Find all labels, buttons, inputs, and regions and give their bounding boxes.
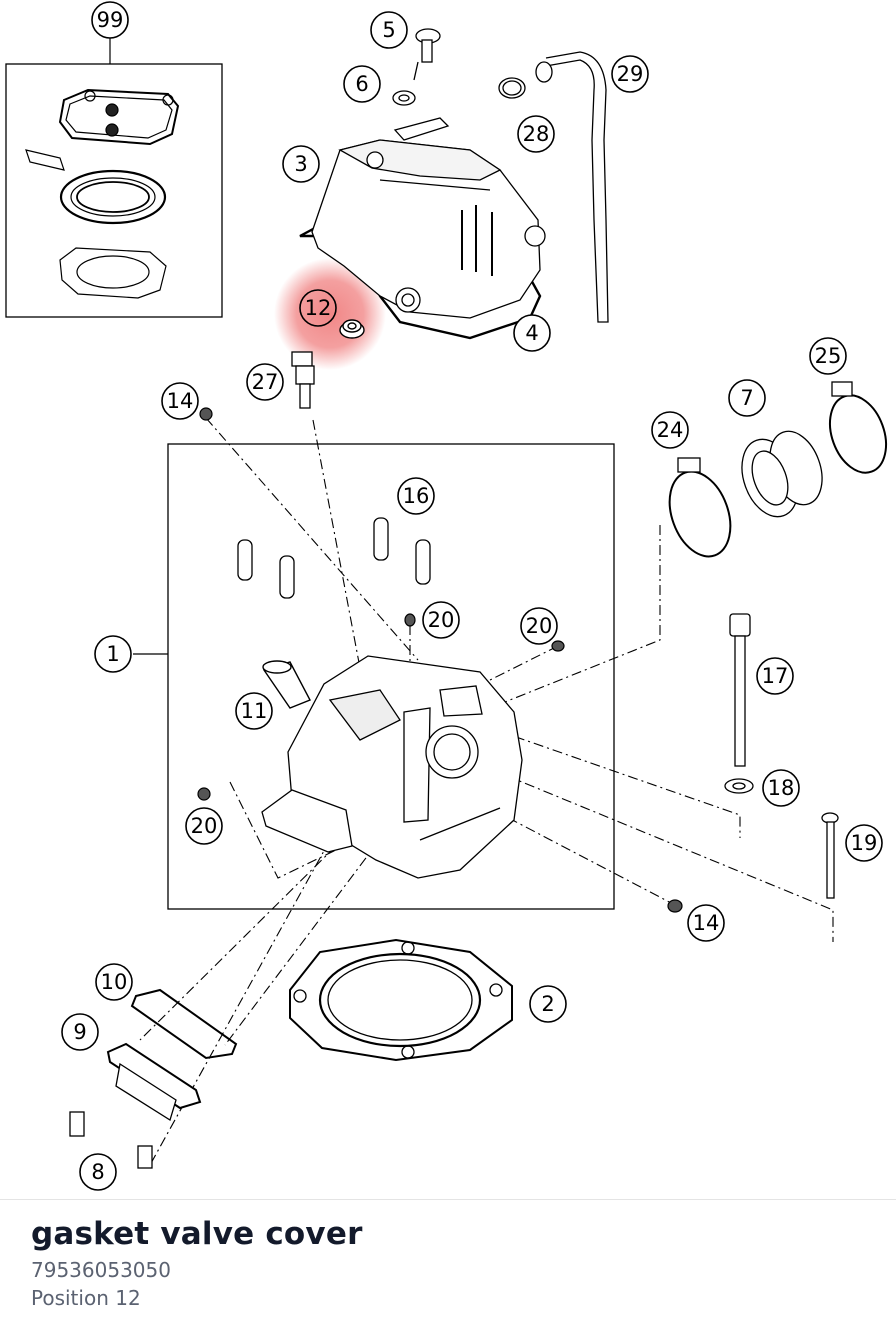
gasket-part-12 (339, 319, 365, 339)
callout-circle-1[interactable] (94, 635, 132, 673)
leader-lines (109, 38, 168, 655)
part-name: gasket valve cover (31, 1216, 363, 1252)
callout-circle-16[interactable] (397, 477, 435, 515)
exploded-parts-diagram: 99 5 6 29 28 3 12 4 27 25 14 7 24 16 20 … (5, 1, 888, 1191)
callout-label: 2 (541, 992, 554, 1016)
small-fasteners (197, 407, 683, 913)
callout-label: 16 (403, 484, 430, 508)
callout-circle-3[interactable] (282, 145, 320, 183)
head-gasket (289, 938, 513, 1062)
callout-label: 9 (73, 1020, 86, 1044)
callout-circle-9[interactable] (61, 1013, 99, 1051)
callout-label: 19 (851, 831, 878, 855)
callout-circle-11[interactable] (235, 692, 273, 730)
position-value: 12 (115, 1286, 141, 1310)
callout-label: 14 (693, 911, 720, 935)
callout-circle-24[interactable] (651, 411, 689, 449)
callout-circle-2[interactable] (529, 985, 567, 1023)
callout-circle-18[interactable] (762, 769, 800, 807)
callout-label: 8 (91, 1160, 104, 1184)
callout-circle-7[interactable] (728, 379, 766, 417)
sensor-part-27 (291, 351, 315, 409)
callout-circle-99[interactable] (91, 1, 129, 39)
callout-label-selected: 12 (305, 296, 332, 320)
callout-label: 28 (523, 122, 550, 146)
callout-label: 5 (382, 18, 395, 42)
long-bolt-17 (724, 613, 754, 794)
callout-circle-28[interactable] (517, 115, 555, 153)
position-prefix: Position (31, 1286, 109, 1310)
callout-label: 10 (101, 970, 128, 994)
cylinder-head (261, 655, 523, 879)
callout-circle-6[interactable] (343, 65, 381, 103)
callout-circle-27[interactable] (246, 363, 284, 401)
callout-circle-8[interactable] (79, 1153, 117, 1191)
callout-circle-5[interactable] (370, 11, 408, 49)
callout-circle-12[interactable] (299, 289, 337, 327)
callout-label: 24 (657, 418, 684, 442)
callout-circle-20a[interactable] (422, 601, 460, 639)
callout-label: 3 (294, 152, 307, 176)
callout-label: 25 (815, 344, 842, 368)
bolt-and-washer (392, 28, 441, 106)
selected-part-highlight (274, 258, 386, 370)
callout-label: 20 (526, 614, 553, 638)
callout-circle-17[interactable] (756, 657, 794, 695)
part-info-panel: gasket valve cover 79536053050 Position … (0, 1199, 896, 1336)
breather-hose (498, 51, 609, 323)
callout-label: 4 (525, 321, 538, 345)
part-number: 79536053050 (31, 1258, 171, 1282)
callout-label: 99 (97, 8, 124, 32)
callout-circle-4[interactable] (513, 314, 551, 352)
callout-label: 11 (241, 699, 268, 723)
callout-label: 17 (762, 664, 789, 688)
callout-label: 20 (428, 608, 455, 632)
callout-label: 20 (191, 814, 218, 838)
valve-cover (299, 117, 546, 340)
callout-label: 1 (106, 642, 119, 666)
callout-circle-25[interactable] (809, 337, 847, 375)
callout-labels: 99 5 6 29 28 3 12 4 27 25 14 7 24 16 20 … (73, 8, 877, 1184)
gasket-kit-frame (5, 63, 223, 318)
bolt-19 (821, 812, 839, 899)
callout-circle-29[interactable] (611, 55, 649, 93)
callout-circle-19[interactable] (845, 824, 883, 862)
part-11 (262, 660, 311, 709)
callout-circle-14b[interactable] (687, 904, 725, 942)
callout-circle-14a[interactable] (161, 382, 199, 420)
callout-label: 27 (252, 370, 279, 394)
cylinder-head-frame (167, 443, 615, 910)
gasket-kit-parts (25, 88, 180, 299)
callout-label: 14 (167, 389, 194, 413)
callout-label: 29 (617, 62, 644, 86)
callout-circle-20c[interactable] (185, 807, 223, 845)
valve-guides (237, 517, 431, 599)
intake-flange (69, 988, 238, 1169)
callout-label: 6 (355, 72, 368, 96)
callout-label: 18 (768, 776, 795, 800)
callout-label: 7 (740, 386, 753, 410)
callout-markers (61, 1, 883, 1191)
callout-circle-10[interactable] (95, 963, 133, 1001)
intake-boot-and-clamps (668, 381, 888, 558)
callout-circle-20b[interactable] (520, 607, 558, 645)
part-position: Position 12 (31, 1286, 141, 1310)
